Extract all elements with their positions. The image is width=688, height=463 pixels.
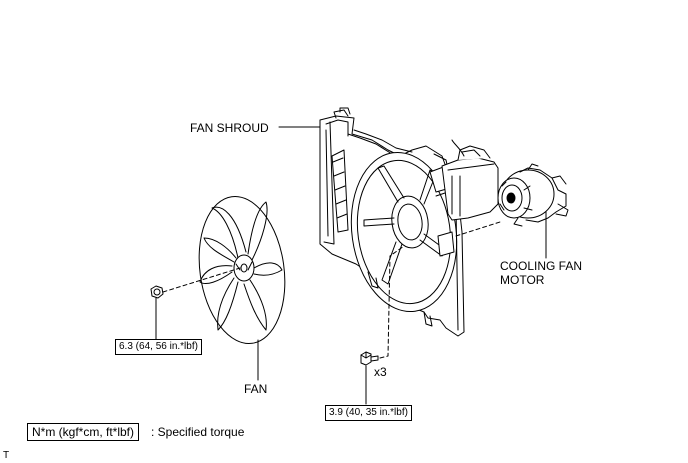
fan-shroud-label: FAN SHROUD xyxy=(190,121,269,135)
bolt-torque-spec: 3.9 (40, 35 in.*lbf) xyxy=(325,405,412,421)
legend-torque-units: N*m (kgf*cm, ft*lbf) xyxy=(27,423,140,441)
cooling-fan-motor-label-line1: COOLING FAN xyxy=(500,259,583,273)
bolt-quantity-label: x3 xyxy=(374,365,387,379)
legend-description: : Specified torque xyxy=(151,425,245,439)
cooling-fan-motor-label: COOLING FAN MOTOR xyxy=(500,259,582,287)
leader-lines xyxy=(155,126,547,405)
fan-blade xyxy=(198,195,286,345)
alignment-lines xyxy=(162,221,501,359)
nut-torque-spec: 6.3 (64, 56 in.*lbf) xyxy=(115,339,202,355)
corner-mark: T xyxy=(3,450,10,461)
cooling-fan-motor-label-line2: MOTOR xyxy=(500,273,545,287)
fan-shroud xyxy=(319,107,465,337)
shroud-bolt xyxy=(360,351,379,366)
cooling-fan-motor xyxy=(497,163,569,227)
fan-resistor-bracket xyxy=(441,139,499,221)
fan-label: FAN xyxy=(244,382,268,396)
fan-nut xyxy=(150,285,164,299)
